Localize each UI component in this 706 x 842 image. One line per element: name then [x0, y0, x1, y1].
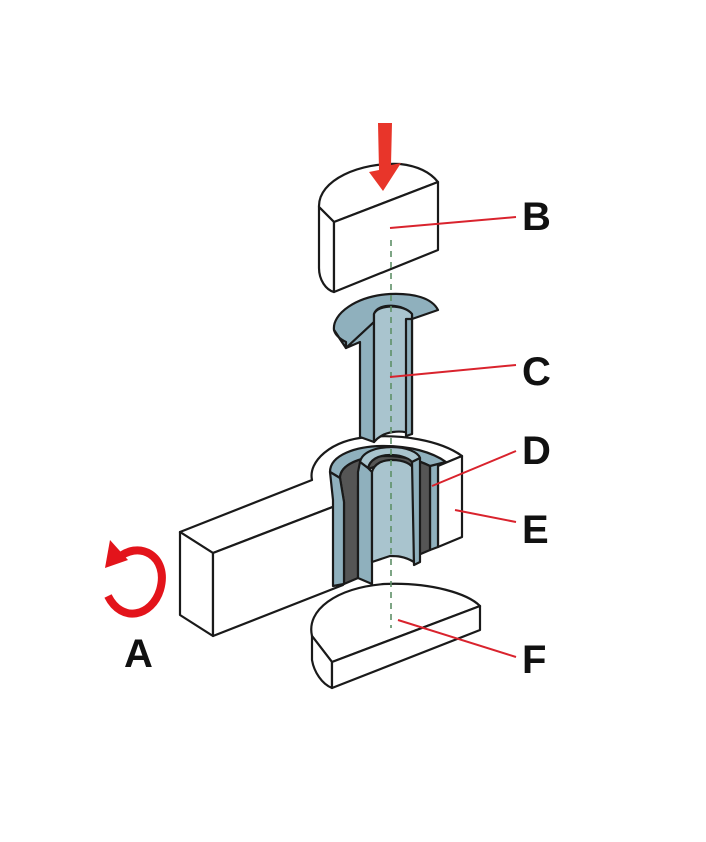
leader-line-f [397, 619, 517, 658]
leader-line-c [389, 364, 517, 378]
label-c: C [522, 350, 551, 394]
label-a: A [124, 632, 153, 676]
leader-lines [389, 216, 517, 658]
label-b: B [522, 195, 551, 239]
leader-line-b [389, 216, 517, 229]
label-e: E [522, 508, 549, 552]
part-b [317, 162, 440, 294]
part-c [332, 292, 440, 444]
leader-line-d [431, 450, 517, 487]
part-f [310, 582, 482, 690]
leader-line-e [454, 509, 517, 523]
down-arrow-icon [369, 123, 401, 191]
label-d: D [522, 429, 551, 473]
part-c-installed [356, 445, 422, 586]
rotate-ccw-icon [104, 540, 166, 618]
label-f: F [522, 638, 546, 682]
